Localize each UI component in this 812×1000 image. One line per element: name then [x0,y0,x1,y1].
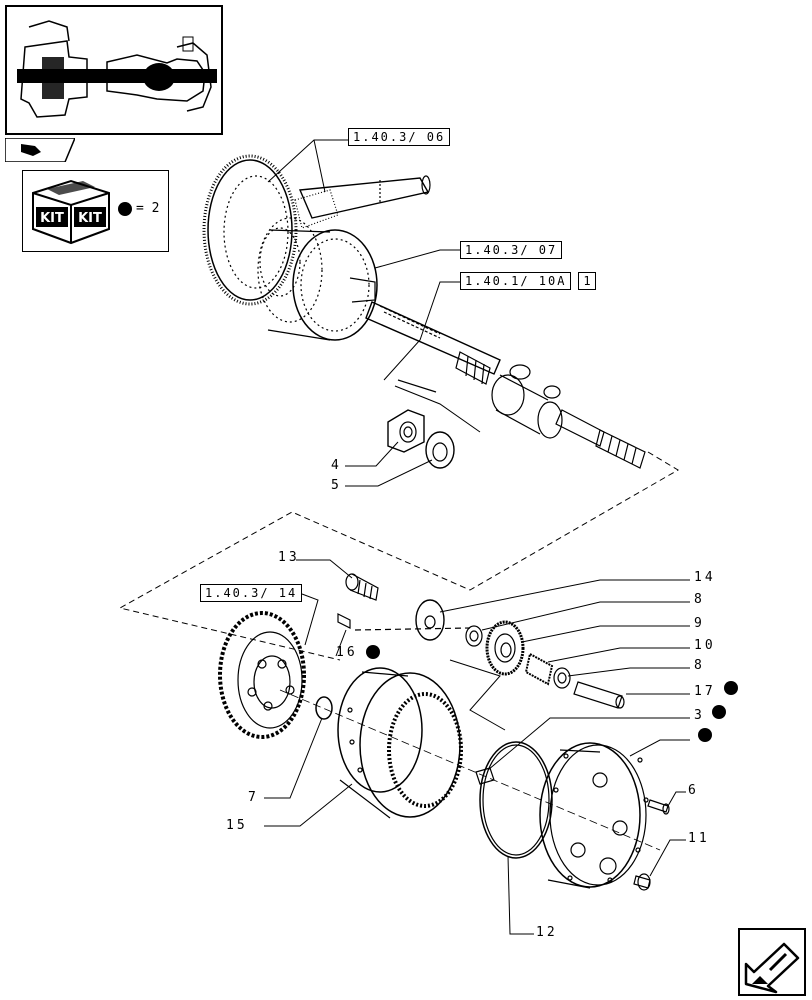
hub-cover [539,742,649,889]
bearing-4 [387,409,425,453]
kit-label-left: KIT [40,211,64,226]
next-page-arrow-icon [744,942,800,994]
ref-1-40-1-10a[interactable]: 1.40.1/ 10A [460,272,572,290]
callout-16: 16 [336,645,358,660]
callout-8-lower: 8 [694,658,705,673]
callout-11: 11 [688,831,710,846]
ring-gear-15 [337,667,463,819]
ref-1-40-3-07[interactable]: 1.40.3/ 07 [460,241,563,259]
callout-7: 7 [248,790,259,805]
kit-label-right: KIT [78,211,102,226]
callout-6: 6 [688,783,699,798]
universal-joint [491,364,646,469]
ref-1-40-3-14[interactable]: 1.40.3/ 14 [200,584,303,602]
callout-12: 12 [536,925,558,940]
callout-10: 10 [694,638,716,653]
ring-gear-top [202,154,298,306]
callout-14: 14 [694,570,716,585]
kit-quantity: = 2 [136,201,160,216]
kit-legend: KIT KIT [22,170,169,252]
callout-5: 5 [331,478,342,493]
kit-dot-3-icon [712,705,726,719]
seal-5 [425,431,455,469]
callout-3: 3 [694,708,705,723]
kit-box-icon: KIT KIT [32,179,110,245]
kit-dot-16-icon [366,645,380,659]
kit-dot-17-icon [724,681,738,695]
callout-9: 9 [694,616,705,631]
kit-dot-icon [118,202,132,216]
callout-13: 13 [278,550,300,565]
planet-carrier [218,611,306,739]
ref-1-40-3-06[interactable]: 1.40.3/ 06 [348,128,451,146]
callout-4: 4 [331,458,342,473]
next-page-button[interactable] [738,928,806,996]
differential-housing [257,217,378,341]
callout-8-upper: 8 [694,592,705,607]
ref-1-40-1-10a-qualifier: 1 [578,272,596,290]
callout-17: 17 [694,684,716,699]
thumbnail-tab [4,137,77,163]
axle-overview-thumbnail[interactable] [5,5,223,135]
callout-15: 15 [226,818,248,833]
screw-13 [345,573,379,601]
kit-dot-cover-icon [698,728,712,742]
axle-shaft [365,301,501,385]
planet-gear-9 [485,620,525,676]
axle-thumbnail-icon [17,20,217,118]
